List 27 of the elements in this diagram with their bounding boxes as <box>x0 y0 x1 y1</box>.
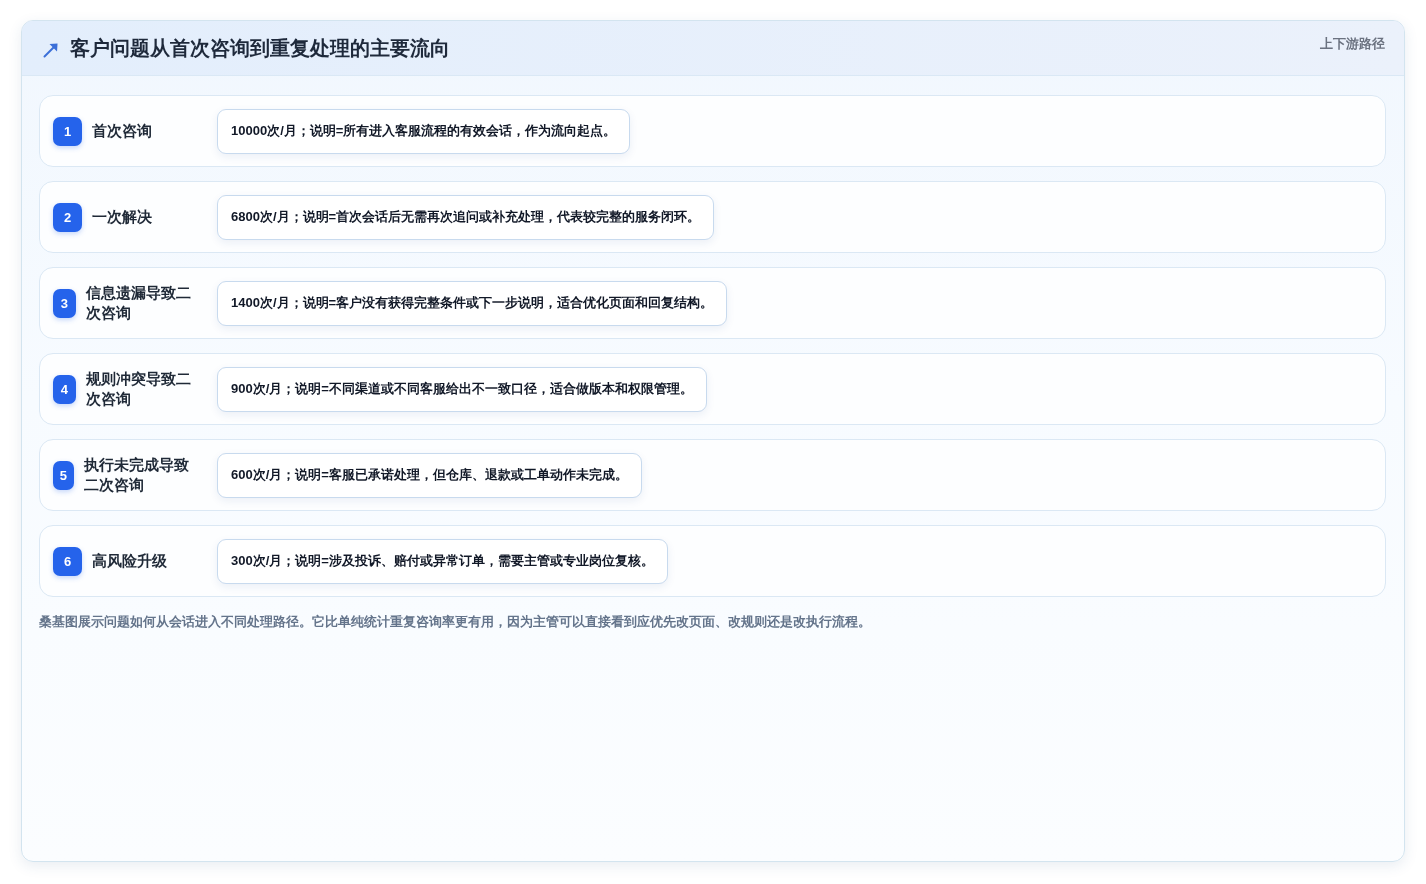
row-box <box>39 267 1386 339</box>
header-note: 上下游路径 <box>1320 35 1385 53</box>
row-label: 高风险升级 <box>92 551 167 571</box>
number-badge: 4 <box>53 374 76 404</box>
detail-box: 10000次/月；说明=所有进入客服流程的有效会话，作为流向起点。 <box>217 108 631 154</box>
row-label: 规则冲突导致二次咨询 <box>85 369 192 409</box>
row-label: 信息遗漏导致二次咨询 <box>85 283 192 323</box>
row-box <box>39 353 1386 425</box>
caption: 桑基图展示问题如何从会话进入不同处理路径。它比单纯统计重复咨询率更有用，因为主管可以直接看到应优先改页面、改规则还是改执行流程。 <box>39 613 871 631</box>
row-box <box>39 95 1386 167</box>
row-box <box>39 439 1386 511</box>
title: 客户问题从首次咨询到重复处理的主要流向 <box>70 36 450 61</box>
row-label: 一次解决 <box>92 207 152 227</box>
detail-box: 1400次/月；说明=客户没有获得完整条件或下一步说明，适合优化页面和回复结构。 <box>217 280 728 326</box>
row-box <box>39 525 1386 597</box>
number-badge: 3 <box>53 288 76 318</box>
row-label: 执行未完成导致二次咨询 <box>83 455 190 495</box>
detail-box: 6800次/月；说明=首次会话后无需再次追问或补充处理，代表较完整的服务闭环。 <box>217 194 715 240</box>
number-badge: 6 <box>53 546 82 576</box>
detail-box: 900次/月；说明=不同渠道或不同客服给出不一致口径，适合做版本和权限管理。 <box>217 366 707 412</box>
detail-box: 600次/月；说明=客服已承诺处理，但仓库、退款或工单动作未完成。 <box>217 452 642 498</box>
number-badge: 2 <box>53 202 82 232</box>
number-badge: 5 <box>53 460 74 490</box>
detail-box: 300次/月；说明=涉及投诉、赔付或异常订单，需要主管或专业岗位复核。 <box>217 538 668 584</box>
row-label: 首次咨询 <box>92 121 152 141</box>
row-box <box>39 181 1386 253</box>
number-badge: 1 <box>53 116 82 146</box>
